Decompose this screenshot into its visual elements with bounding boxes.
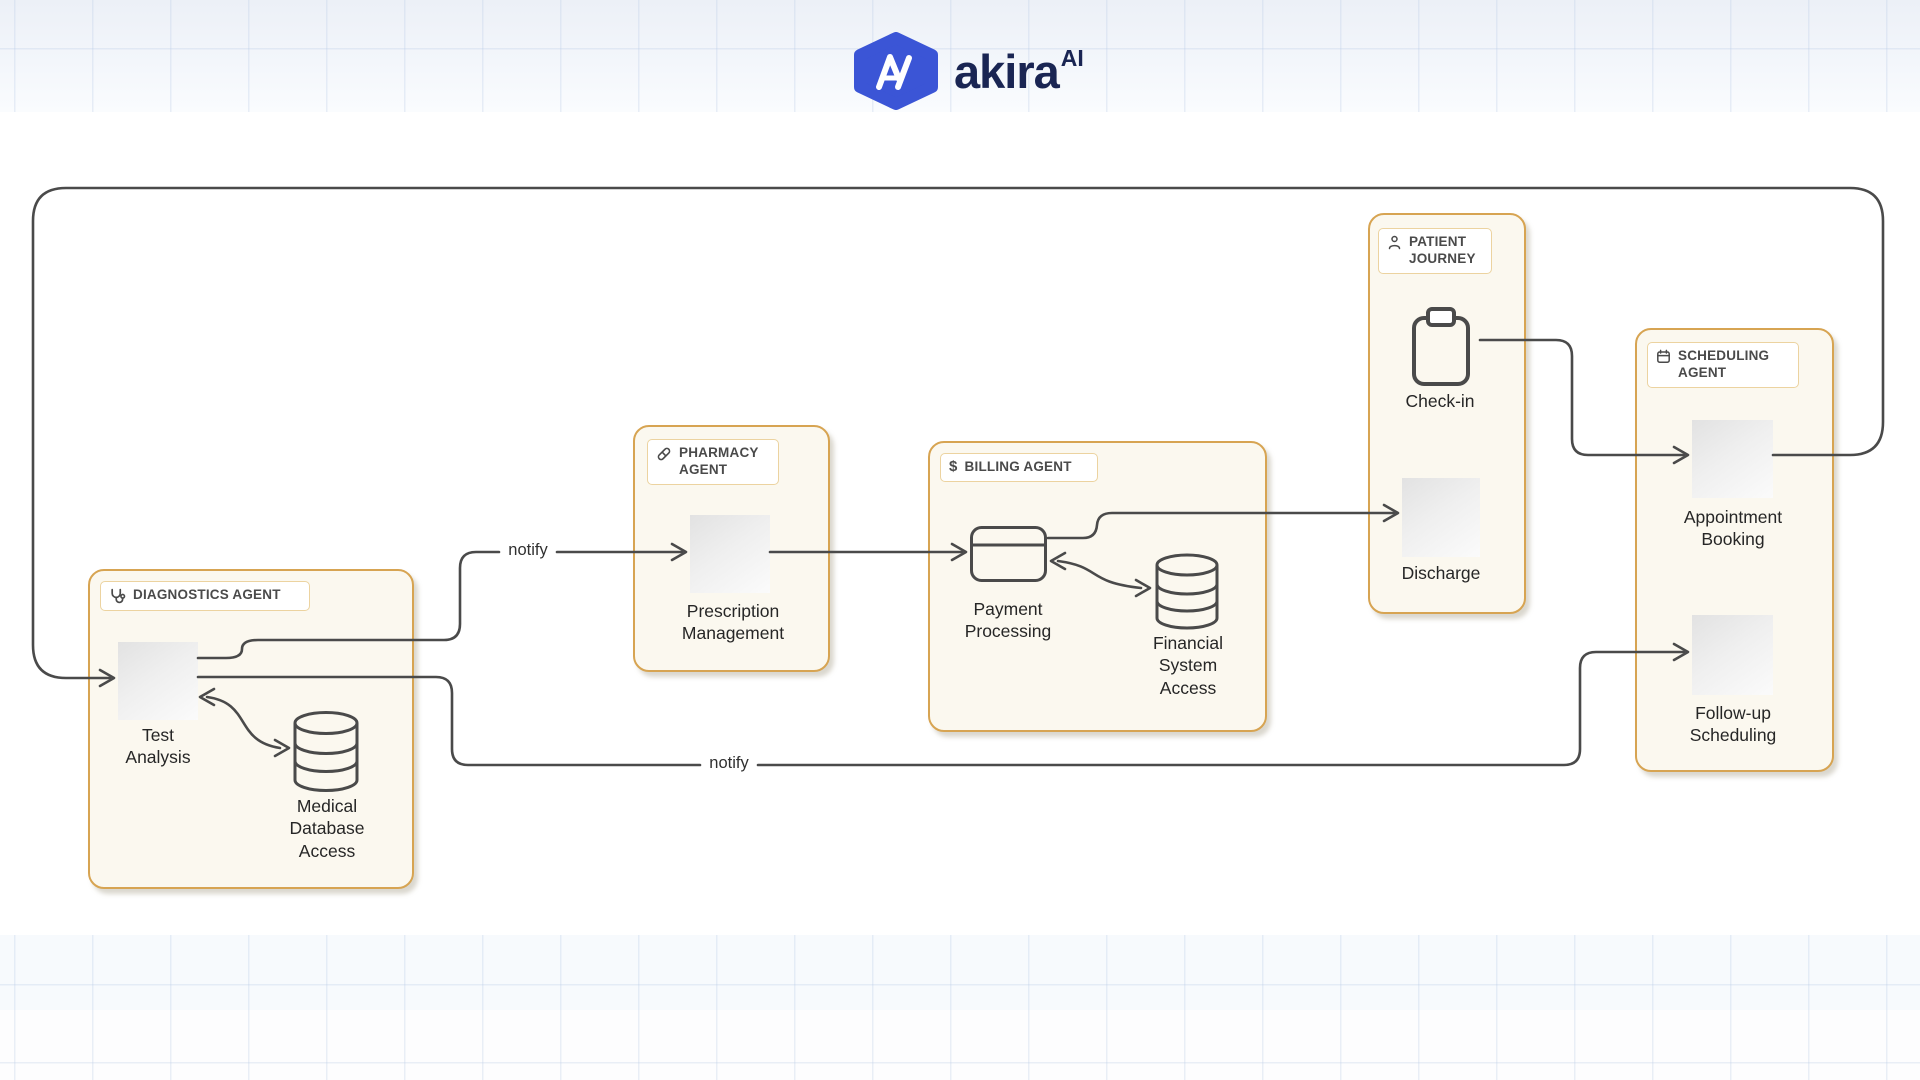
prescription-management-node — [690, 515, 770, 593]
brand-wordmark: akiraAI — [954, 45, 1084, 98]
brand-logo: akiraAI — [852, 30, 1172, 112]
check-in-clipboard-icon — [1412, 307, 1470, 386]
brand-suffix: AI — [1060, 45, 1084, 71]
calendar-icon — [1657, 349, 1670, 363]
financial-system-label: Financial System Access — [1152, 633, 1224, 698]
stethoscope-icon — [111, 588, 126, 604]
pharmacy-agent-label: PHARMACY AGENT — [647, 439, 779, 485]
akira-logo-badge-icon — [854, 32, 938, 110]
payment-processing-label: Payment Processing — [964, 599, 1052, 642]
discharge-label: Discharge — [1401, 563, 1481, 583]
check-in-label: Check-in — [1405, 391, 1475, 411]
footer-band — [0, 1010, 1920, 1080]
dollar-icon: $ — [949, 458, 958, 475]
footer-tint-band — [0, 935, 1920, 1010]
financial-database-icon — [1155, 553, 1219, 630]
medical-database-icon — [293, 711, 359, 792]
person-icon — [1388, 235, 1401, 250]
notify-scheduling-edge-label: notify — [709, 754, 749, 772]
payment-processing-icon — [970, 526, 1047, 582]
appointment-booking-label: Appointment Booking — [1683, 507, 1783, 550]
billing-agent-label: $ BILLING AGENT — [940, 453, 1098, 482]
medical-database-label: Medical Database Access — [289, 796, 365, 861]
prescription-management-label: Prescription Management — [681, 601, 785, 644]
header-band — [0, 0, 1920, 112]
patient-journey-label: PATIENT JOURNEY — [1378, 228, 1492, 274]
appointment-booking-node — [1692, 420, 1773, 498]
follow-up-scheduling-label: Follow-up Scheduling — [1689, 703, 1777, 746]
test-analysis-node — [118, 642, 198, 720]
test-analysis-label: Test Analysis — [125, 725, 191, 768]
scheduling-agent-label: SCHEDULING AGENT — [1647, 342, 1799, 388]
discharge-node — [1402, 478, 1480, 557]
follow-up-scheduling-node — [1692, 615, 1773, 695]
diagnostics-agent-label: DIAGNOSTICS AGENT — [100, 581, 310, 611]
pill-icon — [657, 447, 671, 461]
notify-pharmacy-edge-label: notify — [508, 541, 548, 559]
